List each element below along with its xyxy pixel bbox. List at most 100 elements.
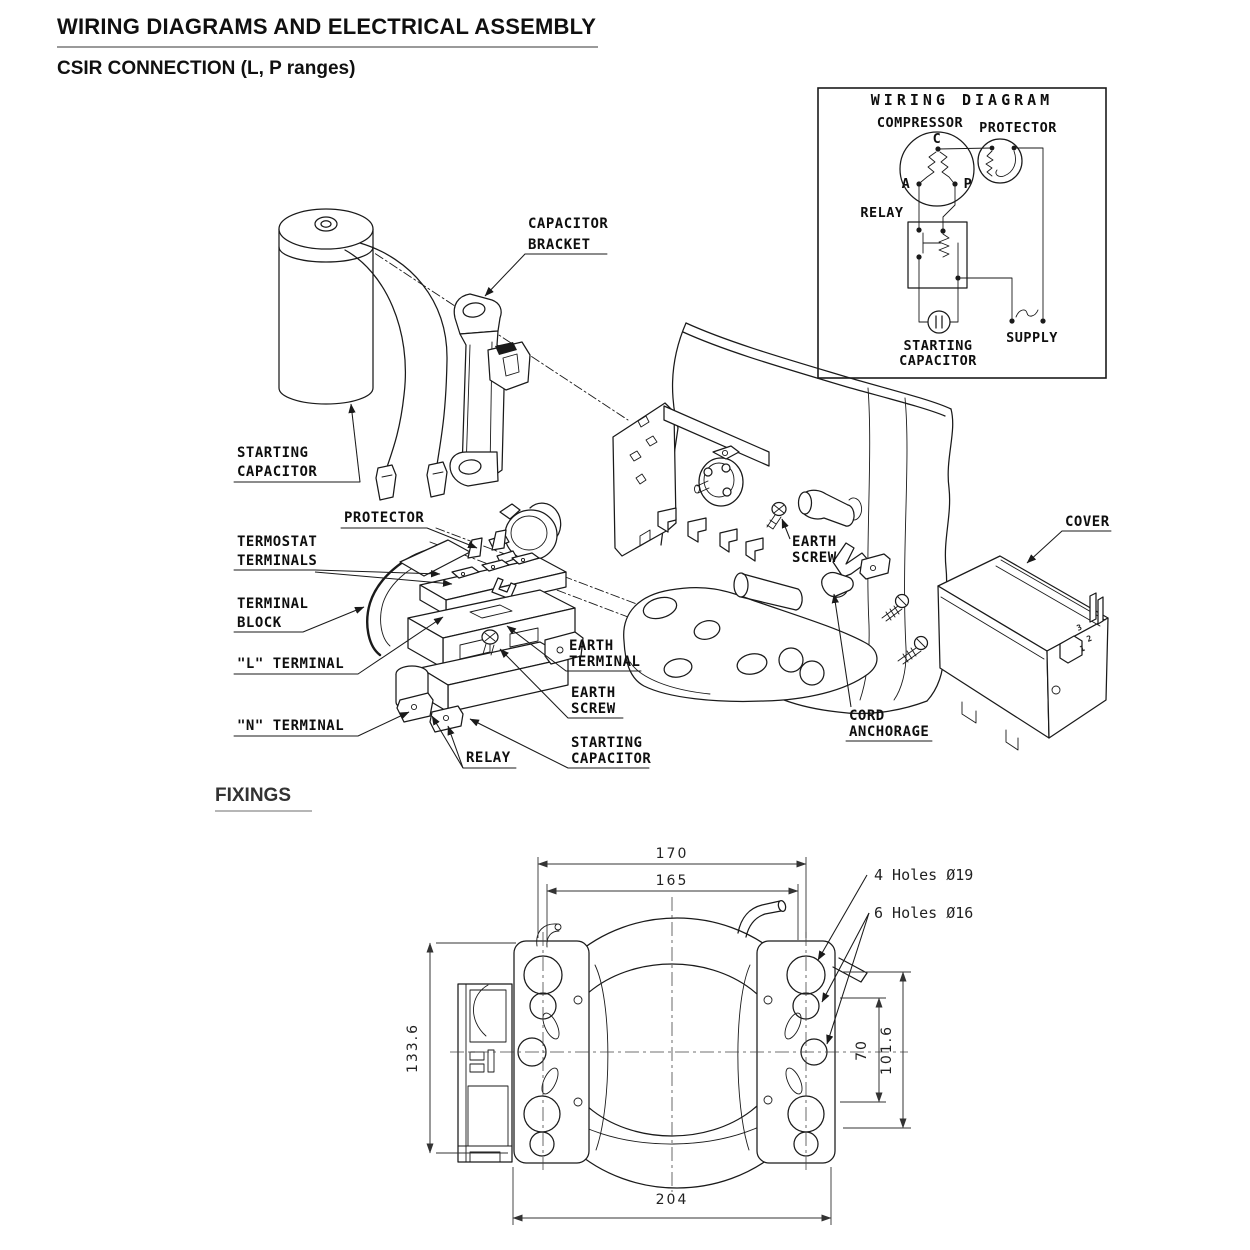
dimension-165: 165 bbox=[546, 873, 799, 940]
leader-line bbox=[469, 718, 569, 769]
protector-label: PROTECTOR bbox=[979, 120, 1057, 136]
l-terminal-label: "L" TERMINAL bbox=[237, 656, 344, 672]
terminal-block-label-2: BLOCK bbox=[237, 615, 282, 631]
termostat-terminals-label-2: TERMINALS bbox=[237, 553, 317, 569]
wiring-box-border bbox=[817, 87, 1107, 379]
cord-anchorage-label-1: CORD bbox=[849, 708, 885, 724]
leader-line bbox=[781, 518, 791, 540]
leader-line bbox=[357, 616, 444, 675]
leader-line bbox=[426, 527, 478, 549]
dimension-170: 170 bbox=[537, 846, 807, 938]
earth-screw-figure bbox=[766, 501, 787, 530]
cord-anchorage-figure bbox=[733, 542, 929, 665]
compressor-label: COMPRESSOR bbox=[877, 115, 964, 131]
earth-terminal-label-2: TERMINAL bbox=[569, 654, 640, 670]
supply-symbol: SUPPLY bbox=[1006, 309, 1058, 346]
starting-capacitor-label-1: STARTING bbox=[903, 338, 972, 354]
title-underline bbox=[57, 46, 598, 48]
label-capacitor-bracket: CAPACITOR BRACKET bbox=[484, 216, 608, 297]
label-n-terminal: "N" TERMINAL bbox=[233, 711, 410, 737]
cover-mark-2: 2 bbox=[1085, 634, 1093, 644]
starting-capacitor-figure bbox=[278, 208, 448, 501]
leader-line bbox=[831, 593, 852, 708]
terminal-block-assembly-figure bbox=[366, 529, 584, 733]
terminal-p-label: P bbox=[964, 176, 973, 192]
cover-mark-1: 1 bbox=[1078, 644, 1086, 654]
capacitor-bracket-label-2: BRACKET bbox=[528, 237, 591, 253]
earth-screw-upper-label-2: SCREW bbox=[792, 550, 837, 566]
dimension-204: 204 bbox=[512, 1167, 832, 1225]
leader-line bbox=[447, 725, 464, 769]
terminal-c-label: C bbox=[933, 131, 942, 147]
left-mounting-plate bbox=[513, 923, 590, 1164]
dim-133-6: 133.6 bbox=[405, 1023, 421, 1073]
dim-101-6: 101.6 bbox=[879, 1025, 895, 1075]
leader-line bbox=[499, 648, 569, 719]
relay-symbol: RELAY bbox=[860, 205, 968, 289]
dimension-133-6: 133.6 bbox=[405, 942, 516, 1154]
cover-figure: 3 2 1 bbox=[937, 555, 1109, 751]
leader-line bbox=[314, 569, 441, 578]
left-side-box bbox=[457, 983, 513, 1163]
leader-line bbox=[302, 606, 365, 633]
protector-symbol bbox=[977, 138, 1023, 184]
leader-line bbox=[314, 571, 453, 587]
label-l-terminal: "L" TERMINAL bbox=[233, 616, 444, 675]
protector-label: PROTECTOR bbox=[344, 510, 424, 526]
label-cover: COVER bbox=[1026, 514, 1112, 564]
terminal-frame-figure bbox=[657, 405, 770, 562]
earth-screw-upper-label-1: EARTH bbox=[792, 534, 837, 550]
compressor-symbol: C A P bbox=[899, 131, 975, 207]
starting-capacitor-label-2: CAPACITOR bbox=[899, 353, 977, 369]
centerlines bbox=[450, 897, 908, 1192]
cord-anchorage-label-2: ANCHORAGE bbox=[849, 724, 929, 740]
note-6-holes: 6 Holes Ø16 bbox=[874, 904, 973, 922]
process-tube-figure bbox=[797, 489, 863, 527]
label-cord-anchorage: CORD ANCHORAGE bbox=[831, 593, 933, 742]
fixings-underline bbox=[215, 810, 312, 812]
dim-204: 204 bbox=[656, 1192, 689, 1208]
n-terminal-label: "N" TERMINAL bbox=[237, 718, 344, 734]
label-earth-terminal: EARTH TERMINAL bbox=[506, 625, 642, 672]
label-earth-screw-lower: EARTH SCREW bbox=[499, 648, 624, 719]
cover-mark-3: 3 bbox=[1075, 623, 1083, 633]
leader-line bbox=[348, 403, 361, 483]
leader-line bbox=[506, 625, 567, 672]
leader-line bbox=[431, 715, 464, 769]
terminal-block-label-1: TERMINAL bbox=[237, 596, 308, 612]
supply-label: SUPPLY bbox=[1006, 330, 1058, 346]
starting-capacitor-label-2: CAPACITOR bbox=[237, 464, 317, 480]
leader-line bbox=[821, 912, 870, 1003]
label-earth-screw-upper: EARTH SCREW bbox=[781, 518, 837, 566]
label-relay: RELAY bbox=[431, 715, 517, 769]
label-starting-capacitor: STARTING CAPACITOR bbox=[233, 403, 361, 483]
dim-170: 170 bbox=[656, 846, 689, 862]
dim-70: 70 bbox=[854, 1039, 870, 1061]
fixings-heading: FIXINGS bbox=[215, 785, 292, 806]
capacitor-bracket-label-1: CAPACITOR bbox=[528, 216, 608, 232]
capacitor-bracket-figure bbox=[449, 293, 531, 487]
starting-capacitor-lower-label-2: CAPACITOR bbox=[571, 751, 651, 767]
starting-capacitor-symbol: STARTING CAPACITOR bbox=[899, 310, 977, 369]
earth-screw-lower-label-2: SCREW bbox=[571, 701, 616, 717]
earth-screw-lower-label-1: EARTH bbox=[571, 685, 616, 701]
fixings-drawing: 170 165 4 Holes Ø19 6 Holes Ø16 133.6 bbox=[405, 846, 973, 1225]
termostat-terminals-label-1: TERMOSTAT bbox=[237, 534, 317, 550]
label-terminal-block: TERMINAL BLOCK bbox=[233, 596, 365, 633]
earth-terminal-label-1: EARTH bbox=[569, 638, 614, 654]
wiring-diagram-box: WIRING DIAGRAM COMPRESSOR PROTECTOR C A … bbox=[817, 87, 1107, 379]
base-plate-figure bbox=[623, 586, 878, 703]
label-termostat-terminals: TERMOSTAT TERMINALS bbox=[233, 534, 453, 587]
starting-capacitor-label-1: STARTING bbox=[237, 445, 308, 461]
leader-line bbox=[1026, 530, 1063, 564]
exploded-assembly-figure: 3 2 1 STARTING CAPACITOR CAPACITOR BRACK… bbox=[233, 208, 1112, 769]
starting-capacitor-lower-label-1: STARTING bbox=[571, 735, 642, 751]
terminal-a-label: A bbox=[902, 176, 911, 192]
note-4-holes: 4 Holes Ø19 bbox=[874, 866, 973, 884]
mounting-plate-figure bbox=[612, 402, 677, 557]
label-protector: PROTECTOR bbox=[340, 510, 478, 549]
holes-notes: 4 Holes Ø19 6 Holes Ø16 bbox=[817, 866, 973, 1045]
relay-label: RELAY bbox=[860, 205, 904, 221]
